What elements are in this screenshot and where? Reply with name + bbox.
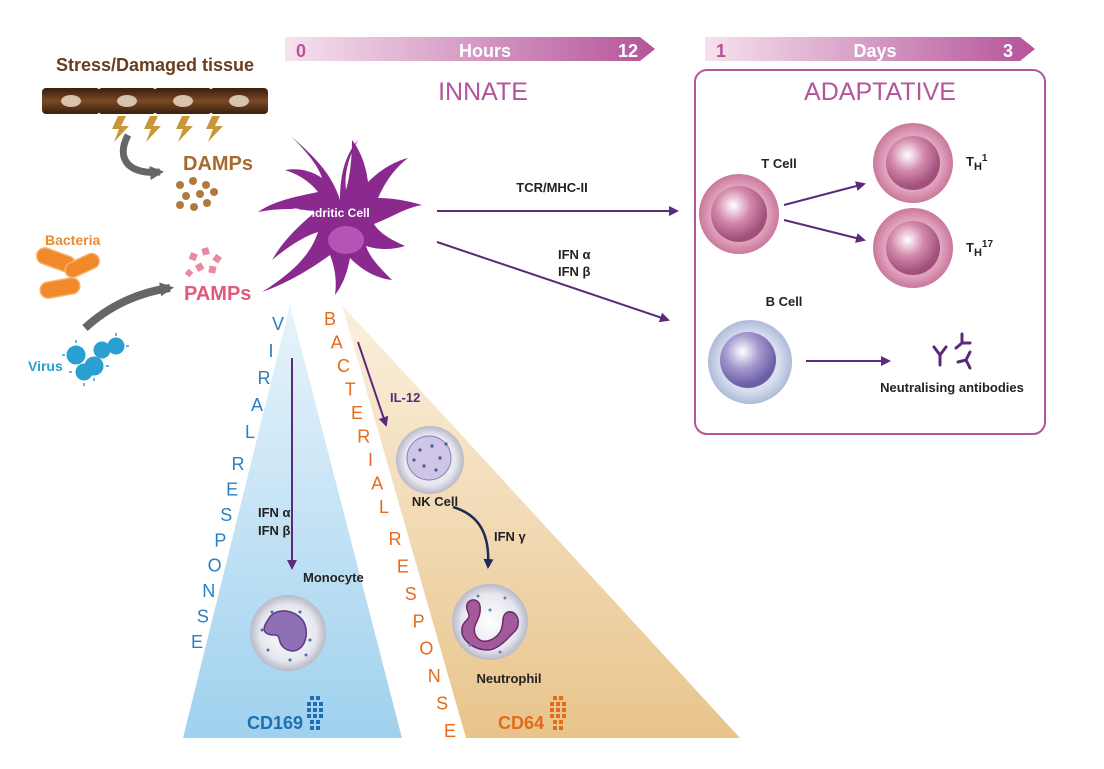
viral-word-2-letter: O [208,556,222,576]
bacterial-word-2-letter: S [405,584,417,604]
t-cell-icon [699,174,779,254]
th17-label: TH17 [966,239,993,259]
days-start-label: 1 [716,41,726,61]
pamps-arrow [82,282,174,331]
hours-end-label: 12 [618,41,638,61]
bacterial-word-2-letter: P [413,611,425,631]
viral-word-2-letter: S [197,607,209,627]
tcell-to-th17-arrow [783,219,866,243]
dc-ifn-alpha-label: IFN α [558,247,591,262]
bacterial-word-1-letter: C [337,356,350,376]
monocyte-label: Monocyte [303,570,364,585]
hours-arrow [285,37,655,61]
viral-ifn-beta-label: IFN β [258,523,291,538]
days-label: Days [853,41,896,61]
bacterial-word-1-letter: R [357,427,370,447]
damaged-tissue-title: Stress/Damaged tissue [56,55,254,75]
viral-word-2-letter: R [232,454,245,474]
neutrophil-icon [452,584,528,660]
il12-arrow [357,341,389,427]
th1-label: TH1 [966,153,988,173]
cd169-marker-label: CD169 [247,713,303,733]
bacterial-word-1-letter: L [379,497,389,517]
days-arrow [705,37,1035,61]
th17-cell-icon [873,208,953,288]
b-cell-label: B Cell [766,294,803,309]
t-cell-label: T Cell [761,156,796,171]
cd64-marker-label: CD64 [498,713,544,733]
dendritic-cell-label: Dendritic Cell [292,206,369,220]
damps-particles [176,177,218,211]
hours-start-label: 0 [296,41,306,61]
bacterial-word-2-letter: O [419,639,433,659]
bacterial-word-1-letter: B [324,309,336,329]
bacterial-word-2-letter: N [428,666,441,686]
viral-word-1-letter: L [245,422,255,442]
innate-heading: INNATE [438,78,528,106]
th1-cell-icon [873,123,953,203]
pamps-label: PAMPs [184,283,251,305]
viral-word-2-letter: N [202,581,215,601]
cd169-receptor-icon [307,696,323,730]
hours-label: Hours [459,41,511,61]
bacterial-word-1-letter: I [368,450,373,470]
viral-word-1-letter: A [251,395,263,415]
antibody-icons [932,332,972,370]
damps-label: DAMPs [183,153,253,175]
ifn-gamma-label: IFN γ [494,529,527,544]
neutrophil-label: Neutrophil [477,671,542,686]
bacterial-word-1-letter: T [345,380,356,400]
damps-curved-arrow [119,133,164,180]
dc-ifn-beta-label: IFN β [558,264,591,279]
pamps-particles [184,247,222,278]
bacterial-word-2-letter: E [397,556,409,576]
virus-label: Virus [28,358,63,374]
bacterial-word-2-letter: E [444,721,456,741]
damaged-tissue-cells [42,88,268,114]
il12-label: IL-12 [390,390,420,405]
bacterial-word-1-letter: A [331,333,343,353]
viral-ifn-alpha-label: IFN α [258,505,291,520]
nk-cell-label: NK Cell [412,494,458,509]
days-timeline: 1 Days 3 [705,37,1035,61]
virus-icon [62,333,129,386]
bacterial-word-2-letter: S [436,694,448,714]
lightning-bolt-icons [112,116,223,142]
viral-word-1-letter: R [258,368,271,388]
neutralising-antibodies-label: Neutralising antibodies [880,380,1024,395]
tcell-to-th1-arrow [783,181,866,206]
viral-word-1-letter: V [272,314,284,334]
viral-word-2-letter: E [191,632,203,652]
bacterial-word-1-letter: E [351,403,363,423]
viral-word-1-letter: I [268,341,273,361]
ifn-gamma-arrow [452,505,494,569]
viral-word-2-letter: E [226,479,238,499]
monocyte-icon [250,595,326,671]
tcr-mhc-label: TCR/MHC-II [516,180,588,195]
viral-word-2-letter: S [220,505,232,525]
bacterial-word-1-letter: A [371,474,383,494]
viral-word-2-letter: P [214,530,226,550]
hours-timeline: 0 Hours 12 [285,37,655,61]
adaptive-heading: ADAPTATIVE [804,78,956,106]
cd64-receptor-icon [550,696,566,730]
nk-cell-icon [396,426,464,494]
days-end-label: 3 [1003,41,1013,61]
dendritic-cell-icon [258,135,422,295]
bacteria-label: Bacteria [45,232,100,248]
bacterial-response-triangle [342,305,740,738]
dc-to-bcell-arrow [436,241,670,323]
bacteria-icon [35,247,100,299]
b-cell-icon [708,320,792,404]
bacterial-word-2-letter: R [389,529,402,549]
